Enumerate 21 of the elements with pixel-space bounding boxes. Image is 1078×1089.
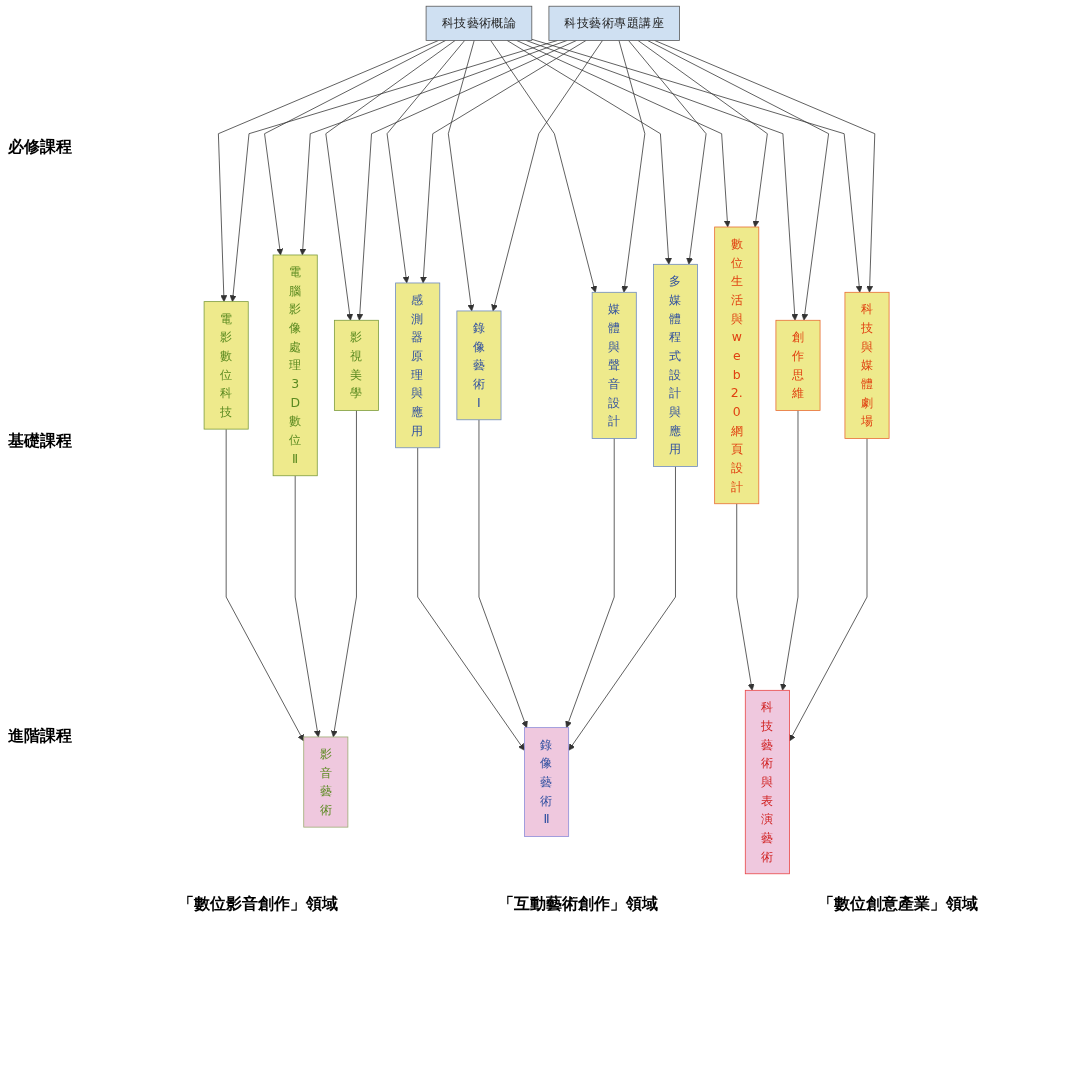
node-box: 電影數位科技 [203,301,249,430]
row-label: 必修課程 [8,136,73,158]
node-box: 科技藝術專題講座 [548,5,680,41]
node-box: 電腦影像處理3D數位Ⅱ [272,254,318,477]
domain-label: 「數位創意產業」領域 [818,894,978,915]
row-label: 進階課程 [8,726,73,748]
node-box: 影視美學 [334,319,379,411]
domain-label: 「數位影音創作」領域 [178,894,338,915]
node-box: 數位生活與web2.0網頁設計 [714,226,760,505]
row-label: 基礎課程 [8,431,73,453]
node-box: 影音藝術 [303,736,349,828]
node-box: 科技與媒體劇場 [844,291,890,439]
domain-label: 「互動藝術創作」領域 [498,894,658,915]
node-box: 創作思維 [775,319,821,411]
node-box: 多媒體程式設計與應用 [653,263,698,467]
node-box: 錄像藝術Ⅰ [456,310,502,421]
node-box: 感測器原理與應用 [395,282,441,449]
node-box: 科技藝術與表演藝術 [744,689,790,875]
node-box: 科技藝術概論 [425,5,533,41]
node-box: 媒體與聲音設計 [591,291,637,439]
node-box: 錄像藝術Ⅱ [524,727,570,837]
